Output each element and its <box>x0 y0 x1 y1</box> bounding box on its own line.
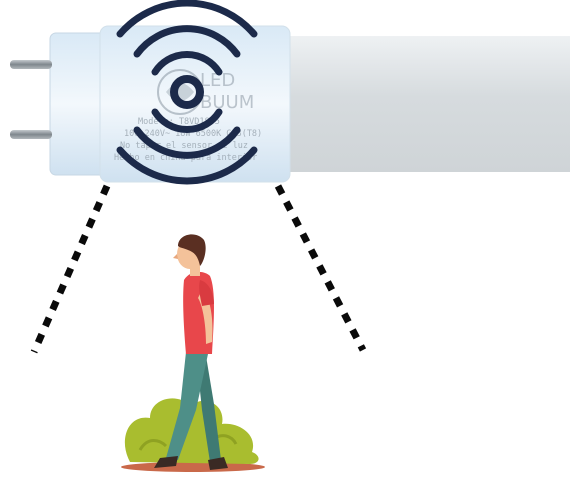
led-tube: LED BUUM Modelo: T8VD1865 100-240V~ 18W … <box>10 26 570 182</box>
tube-glass <box>255 36 570 172</box>
tube-endcap-collar <box>50 33 106 175</box>
detection-line-right <box>278 186 363 350</box>
pin-top <box>10 60 52 69</box>
pin-bottom <box>10 130 52 139</box>
detection-line-left <box>34 186 107 352</box>
brand-line2: BUUM <box>200 92 254 113</box>
